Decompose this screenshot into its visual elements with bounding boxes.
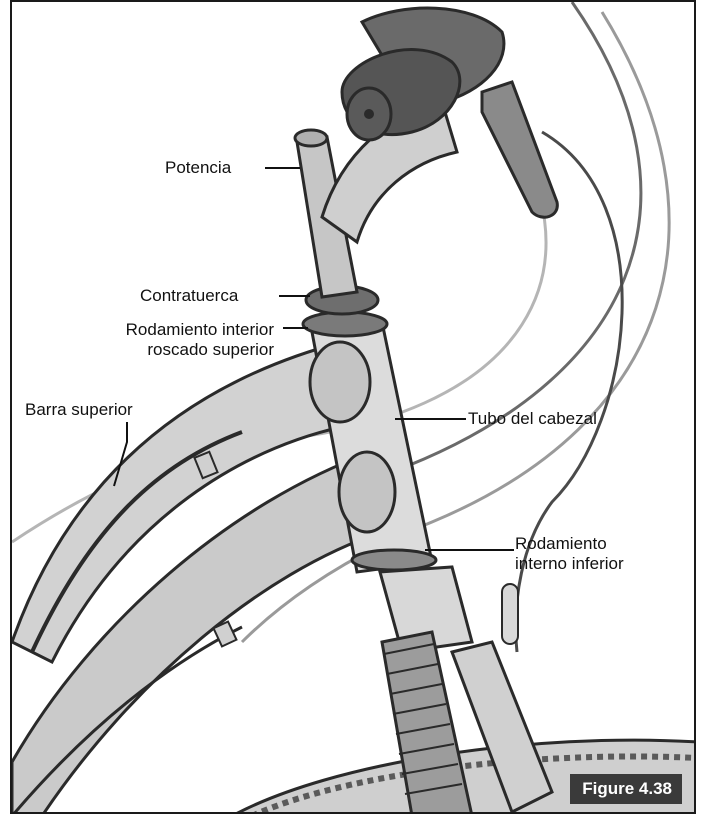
top-tube-joint <box>310 342 370 422</box>
down-tube-joint <box>339 452 395 532</box>
upper-bearing <box>303 312 387 336</box>
label-upper-bearing-line2: roscado superior <box>126 340 274 360</box>
brake-noodle <box>502 584 518 644</box>
stem-top <box>295 130 327 146</box>
grip-end-cap <box>364 109 374 119</box>
figure-number-badge: Figure 4.38 <box>570 774 682 804</box>
brake-lever <box>482 82 557 217</box>
label-lower-bearing-line1: Rodamiento <box>515 534 624 554</box>
label-head-tube: Tubo del cabezal <box>468 409 597 429</box>
label-stem: Potencia <box>165 158 231 178</box>
label-top-tube: Barra superior <box>25 400 133 420</box>
label-lower-bearing-line2: interno inferior <box>515 554 624 574</box>
label-lower-bearing: Rodamiento interno inferior <box>515 534 624 574</box>
lower-bearing <box>352 550 436 570</box>
label-locknut: Contratuerca <box>140 286 238 306</box>
illustration-frame: Potencia Contratuerca Rodamiento interio… <box>10 0 696 814</box>
label-upper-bearing-line1: Rodamiento interior <box>126 320 274 340</box>
label-upper-bearing: Rodamiento interior roscado superior <box>126 320 274 360</box>
